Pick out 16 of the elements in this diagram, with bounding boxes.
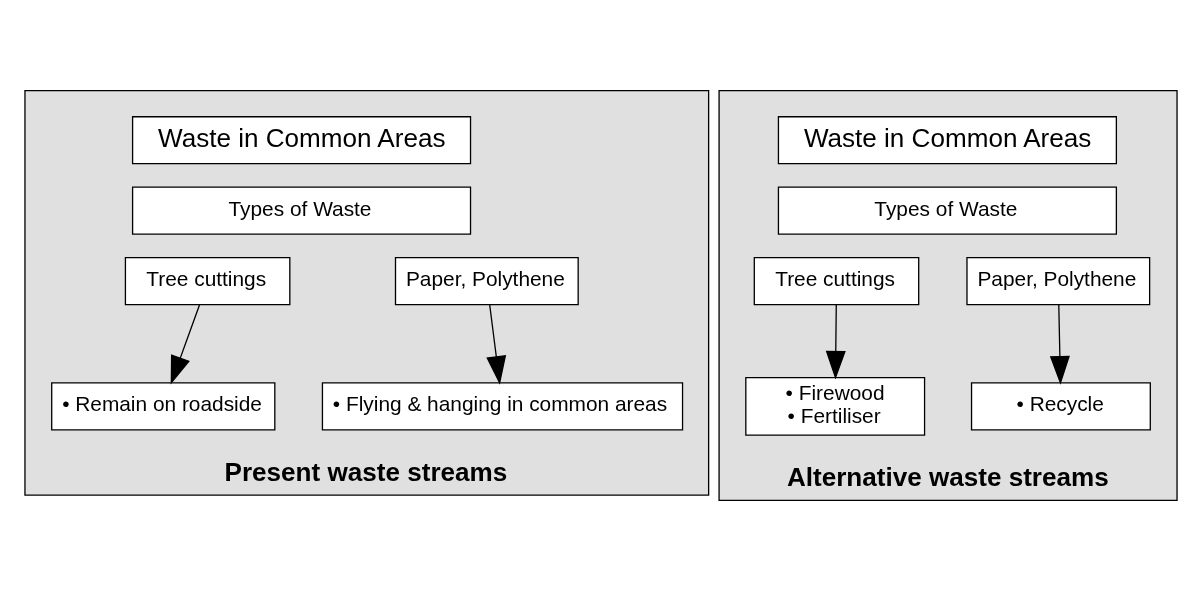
node-box: Tree cuttings	[753, 256, 920, 305]
node-box: Types of Waste	[131, 186, 472, 235]
arrow	[825, 303, 846, 380]
node-box: Types of Waste	[777, 186, 1117, 235]
node-box: • Remain on roadside	[51, 381, 276, 431]
node-box: Paper, Polythene	[394, 256, 579, 305]
node-box: • Recycle	[970, 381, 1151, 431]
node-box: • Firewood • Fertiliser	[745, 376, 926, 436]
arrow	[1049, 303, 1070, 385]
arrow	[486, 303, 507, 385]
node-box: Waste in Common Areas	[131, 115, 472, 164]
node-box: Paper, Polythene	[966, 256, 1151, 305]
node-box: Tree cuttings	[124, 256, 291, 305]
node-box: • Flying & hanging in common areas	[321, 381, 684, 431]
arrow	[170, 303, 201, 385]
node-box: Waste in Common Areas	[777, 115, 1117, 164]
